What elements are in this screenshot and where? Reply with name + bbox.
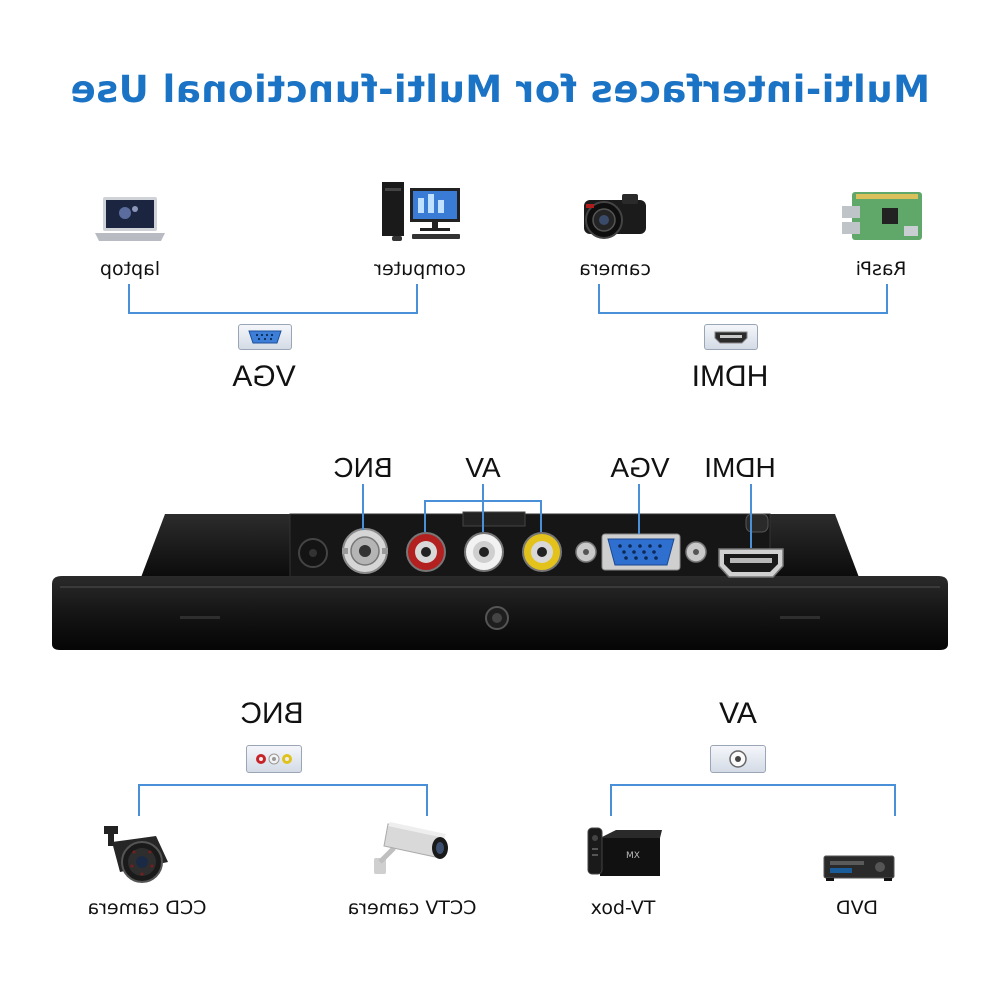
device-label-camera: camera [579,258,651,280]
interface-label-vga: VGA [232,360,296,393]
connector-line [128,312,418,314]
interface-label-bnc: BNC [240,697,304,730]
interface-label-hdmi: HDMI [691,360,769,393]
vga-port-icon [238,324,292,350]
dvd-icon [823,855,895,881]
device-label-ccd-camera: CCD camera [87,897,207,919]
device-label-dvd: DVD [836,897,878,919]
tv-box-icon: MX [587,827,662,876]
connector-line [426,784,428,816]
connector-line [424,500,542,502]
connector-line [138,784,140,816]
device-label-laptop: laptop [99,258,161,280]
connector-line [138,784,428,786]
device-label-computer: computer [374,258,466,280]
connector-line [424,500,426,532]
connector-line [362,484,364,530]
av-port-red-icon [406,532,446,572]
camera-icon [584,194,646,239]
connector-line [638,484,640,534]
bnc-badge-icon [246,745,302,773]
device-label-cctv-camera: CCTV camera [347,897,477,919]
raspi-icon [842,192,922,240]
connector-line [610,784,612,816]
connector-line [482,484,484,532]
device-label-raspi: RasPi [855,258,907,280]
vga-port-rear-icon [575,533,707,571]
cctv-camera-icon [374,822,448,874]
interface-label-av: AV [719,697,757,730]
connector-line [128,284,130,314]
page-title: Multi-interfaces for Multi-functional Us… [70,68,930,111]
connector-line [540,500,542,532]
connector-line [610,784,896,786]
power-jack-icon [298,538,328,568]
connector-line [750,484,752,548]
bnc-port-icon [342,528,388,574]
av-port-yellow-icon [522,532,562,572]
hdmi-port-rear-icon [718,548,784,578]
connector-line [886,284,888,314]
connector-line [894,784,896,816]
connector-line [598,312,888,314]
av-port-white-icon [464,532,504,572]
laptop-icon [95,197,165,241]
av-badge-icon [710,745,766,773]
computer-icon [382,182,460,241]
device-label-tv-box: TV-box [590,897,656,919]
svg-text:MX: MX [626,851,640,861]
hdmi-port-icon [704,324,758,350]
connector-line [598,284,600,314]
connector-line [416,284,418,314]
ccd-camera-icon [104,826,168,883]
